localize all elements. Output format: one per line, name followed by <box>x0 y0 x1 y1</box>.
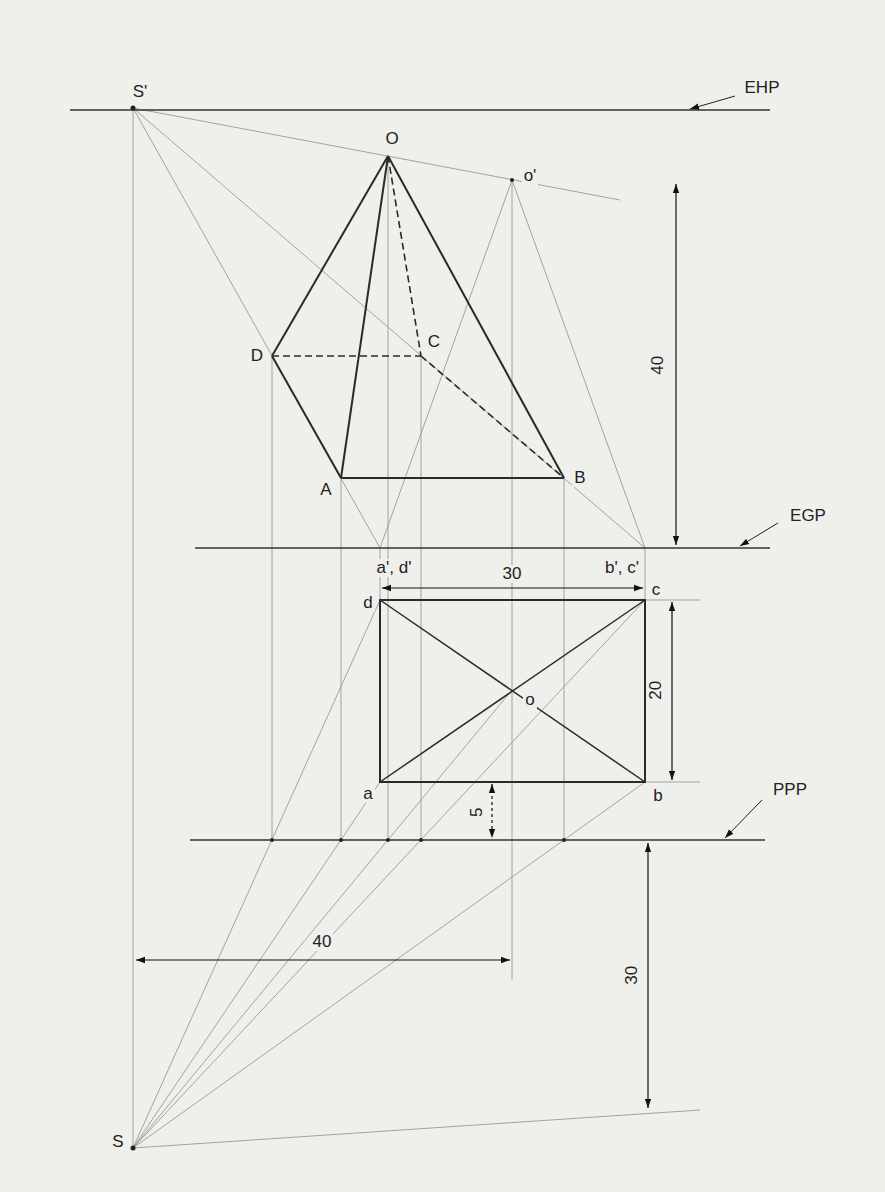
dimension-value: 30 <box>623 964 642 987</box>
dimension-value: 20 <box>647 679 666 702</box>
reference-lines <box>70 110 770 840</box>
point-label: D <box>249 347 265 366</box>
point-label: c <box>650 581 663 600</box>
line-label: EGP <box>788 507 828 526</box>
point-label: b <box>651 787 664 806</box>
point-label: S <box>110 1133 125 1152</box>
line-label: EHP <box>743 79 782 98</box>
point-label: S' <box>131 83 150 102</box>
point-label: a <box>361 785 374 804</box>
point-label: o <box>523 691 536 710</box>
point-label: O <box>383 130 400 149</box>
point-label: A <box>318 481 333 500</box>
line-label: PPP <box>771 781 809 800</box>
point-label: o' <box>522 167 539 186</box>
points <box>131 106 567 1151</box>
dimension-lines <box>136 184 676 1108</box>
leader-lines <box>690 96 778 838</box>
point-label: C <box>426 333 442 352</box>
pyramid-perspective <box>272 156 564 478</box>
pyramid-plan <box>380 600 645 782</box>
dimension-value: 30 <box>501 565 524 584</box>
point-label: d <box>361 594 374 613</box>
dimension-value: 40 <box>649 354 668 377</box>
point-label: B <box>572 469 587 488</box>
point-label: a', d' <box>375 559 414 578</box>
dimension-value: 40 <box>311 933 334 952</box>
construction-lines <box>133 108 700 1148</box>
dimension-value: 5 <box>469 805 488 818</box>
point-label: b', c' <box>603 559 641 578</box>
